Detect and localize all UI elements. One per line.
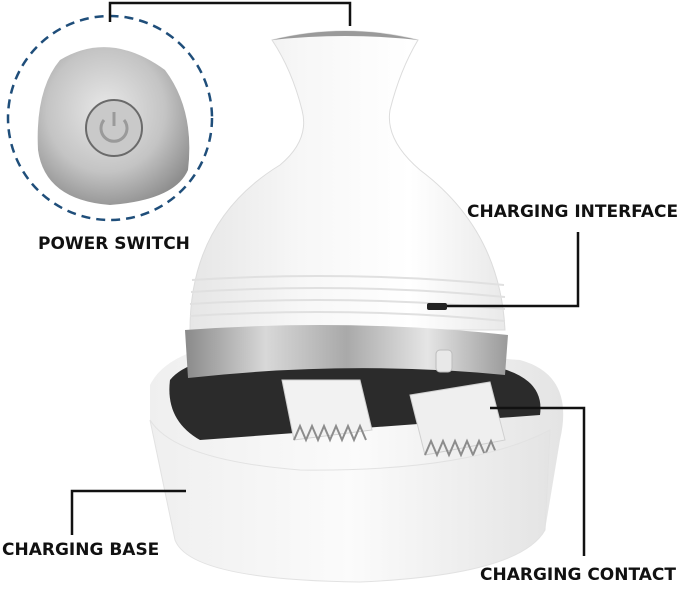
power-icon [85,99,143,157]
callout-charging-base [70,489,186,535]
label-charging-contact: CHARGING CONTACT [480,565,676,585]
usb-port [427,303,447,310]
label-power-switch: POWER SWITCH [38,234,190,254]
callout-power-switch [108,1,352,26]
metal-ring [185,325,508,378]
charging-contact-pin [435,349,453,373]
label-charging-base: CHARGING BASE [2,540,160,560]
label-charging-interface: CHARGING INTERFACE [467,202,679,222]
callout-lines [70,1,586,556]
base-front [149,419,551,583]
massage-nodes [281,379,506,458]
power-switch-detail [6,14,214,222]
massager-body [189,30,506,331]
callout-charging-interface [447,232,580,308]
callout-charging-contact [490,406,586,556]
